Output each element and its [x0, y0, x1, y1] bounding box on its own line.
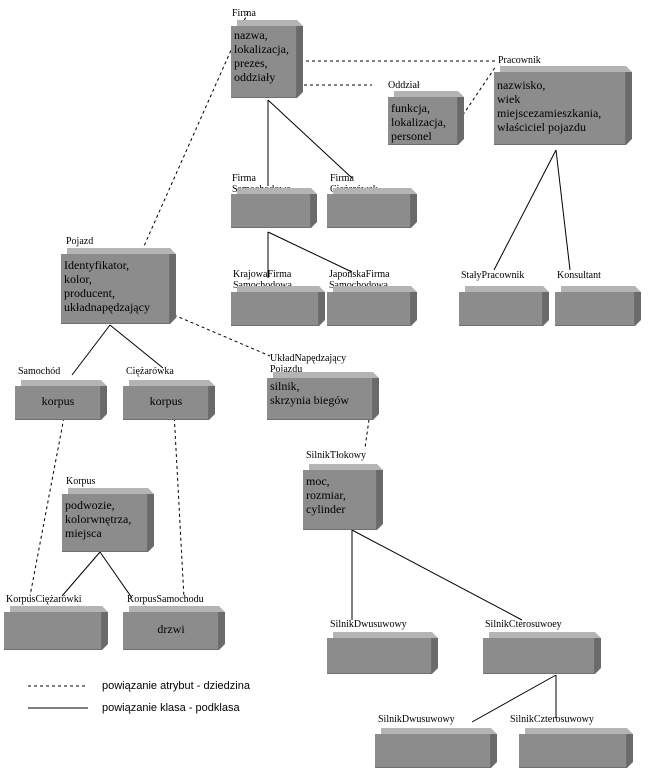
uklad-label: UkładNapędzający Pojazdu [270, 353, 347, 375]
edge-pojazd-ciezarowka [109, 324, 164, 369]
korpus-attributes: podwozie, kolorwnętrza, miejsca [65, 498, 132, 540]
pracownik-attributes: nazwisko, wiek miejscezamieszkania, właś… [497, 78, 602, 134]
samochod-attributes: korpus [41, 394, 75, 408]
uklad-attributes: silnik, skrzynia biegów [270, 379, 349, 407]
edge-pracownik-konsultant [555, 149, 571, 271]
pracownik-label: Pracownik [498, 55, 541, 66]
firma-samochodowa-node[interactable] [231, 194, 311, 228]
dash-samochod-to-kc [29, 411, 66, 597]
staly-pracownik-node[interactable] [459, 292, 543, 326]
dash-ciezarowka-to-ks [173, 411, 185, 599]
oddzial-label: Oddział [388, 80, 420, 91]
dash-pojazd-to-uklad [173, 314, 271, 357]
krajowa-firma-node[interactable] [231, 292, 319, 326]
silnik-dwusuwowy-1-node[interactable] [327, 638, 432, 674]
firma-label: Firma [232, 8, 256, 19]
dash-firma-oddzialy-to-firma-label [119, 11, 249, 301]
legend-solid-label: powiązanie klasa - podklasa [102, 702, 240, 714]
oddzial-attributes: funkcja, lokalizacja, personel [391, 101, 446, 143]
korpus-samochodu-node[interactable]: drzwi [123, 612, 219, 650]
korpus-ciezarowki-label: KorpusCiężarówki [6, 594, 82, 605]
pojazd-attributes: Identyfikator, kolor, producent, układna… [64, 258, 150, 314]
firma-ciezarowek-node[interactable] [327, 194, 411, 228]
pojazd-label: Pojazd [66, 236, 94, 247]
silnik-dwusuwowy-1-label: SilnikDwusuwowy [330, 619, 407, 630]
edge-fs-japonska [267, 231, 353, 273]
silnik-czterosuwowy-1-label: SilnikCterosuwoey [485, 619, 562, 630]
samochod-node[interactable]: korpus [15, 386, 101, 420]
silnik-tlokowy-label: SilnikTłokowy [306, 450, 367, 461]
edge-pracownik-staly [493, 149, 557, 271]
silnik-tlokowy-attributes: moc, rozmiar, cylinder [306, 474, 346, 516]
edge-st-czt1 [351, 529, 523, 621]
korpus-samochodu-attributes: drzwi [157, 622, 185, 636]
edge-pojazd-samochod [71, 324, 111, 376]
pojazd-node[interactable]: Identyfikator, kolor, producent, układna… [61, 254, 170, 324]
silnik-tlokowy-node[interactable]: moc, rozmiar, cylinder [303, 470, 377, 530]
korpus-label: Korpus [66, 476, 96, 487]
silnik-czterosuwowy-1-node[interactable] [483, 638, 595, 674]
korpus-samochodu-label: KorpusSamochodu [127, 594, 204, 605]
silnik-dwusuwowy-2-label: SilnikDwusuwowy [378, 714, 455, 725]
silnik-dwusuwowy-2-node[interactable] [375, 734, 491, 768]
ciezarowka-label: Ciężarówka [126, 366, 174, 377]
japonska-firma-node[interactable] [327, 292, 411, 326]
pracownik-node[interactable]: nazwisko, wiek miejscezamieszkania, właś… [494, 72, 626, 145]
korpus-ciezarowki-node[interactable] [4, 612, 102, 650]
konsultant-node[interactable] [555, 292, 635, 326]
staly-pracownik-label: StałyPracownik [461, 270, 525, 281]
silnik-czterosuwowy-2-node[interactable] [519, 734, 627, 768]
firma-node[interactable]: nazwa, lokalizacja, prezes, oddziały [231, 26, 297, 98]
konsultant-label: Konsultant [557, 270, 601, 281]
silnik-czterosuwowy-2-label: SilnikCzterosuwowy [510, 714, 594, 725]
edge-korpus-ks [99, 551, 133, 599]
ciezarowka-attributes: korpus [149, 394, 183, 408]
korpus-node[interactable]: podwozie, kolorwnętrza, miejsca [62, 494, 148, 552]
oddzial-node[interactable]: funkcja, lokalizacja, personel [388, 97, 458, 145]
samochod-label: Samochód [18, 366, 61, 377]
edge-czt1-dwu2 [471, 674, 557, 723]
edge-firma-firmaciezarowek [267, 99, 353, 179]
legend-dashed-label: powiązanie atrybut - dziedzina [102, 680, 250, 692]
uklad-node[interactable]: silnik, skrzynia biegów [267, 378, 373, 420]
firma-attributes: nazwa, lokalizacja, prezes, oddziały [234, 28, 289, 84]
edge-korpus-kc [61, 551, 101, 597]
ciezarowka-node[interactable]: korpus [123, 386, 209, 420]
